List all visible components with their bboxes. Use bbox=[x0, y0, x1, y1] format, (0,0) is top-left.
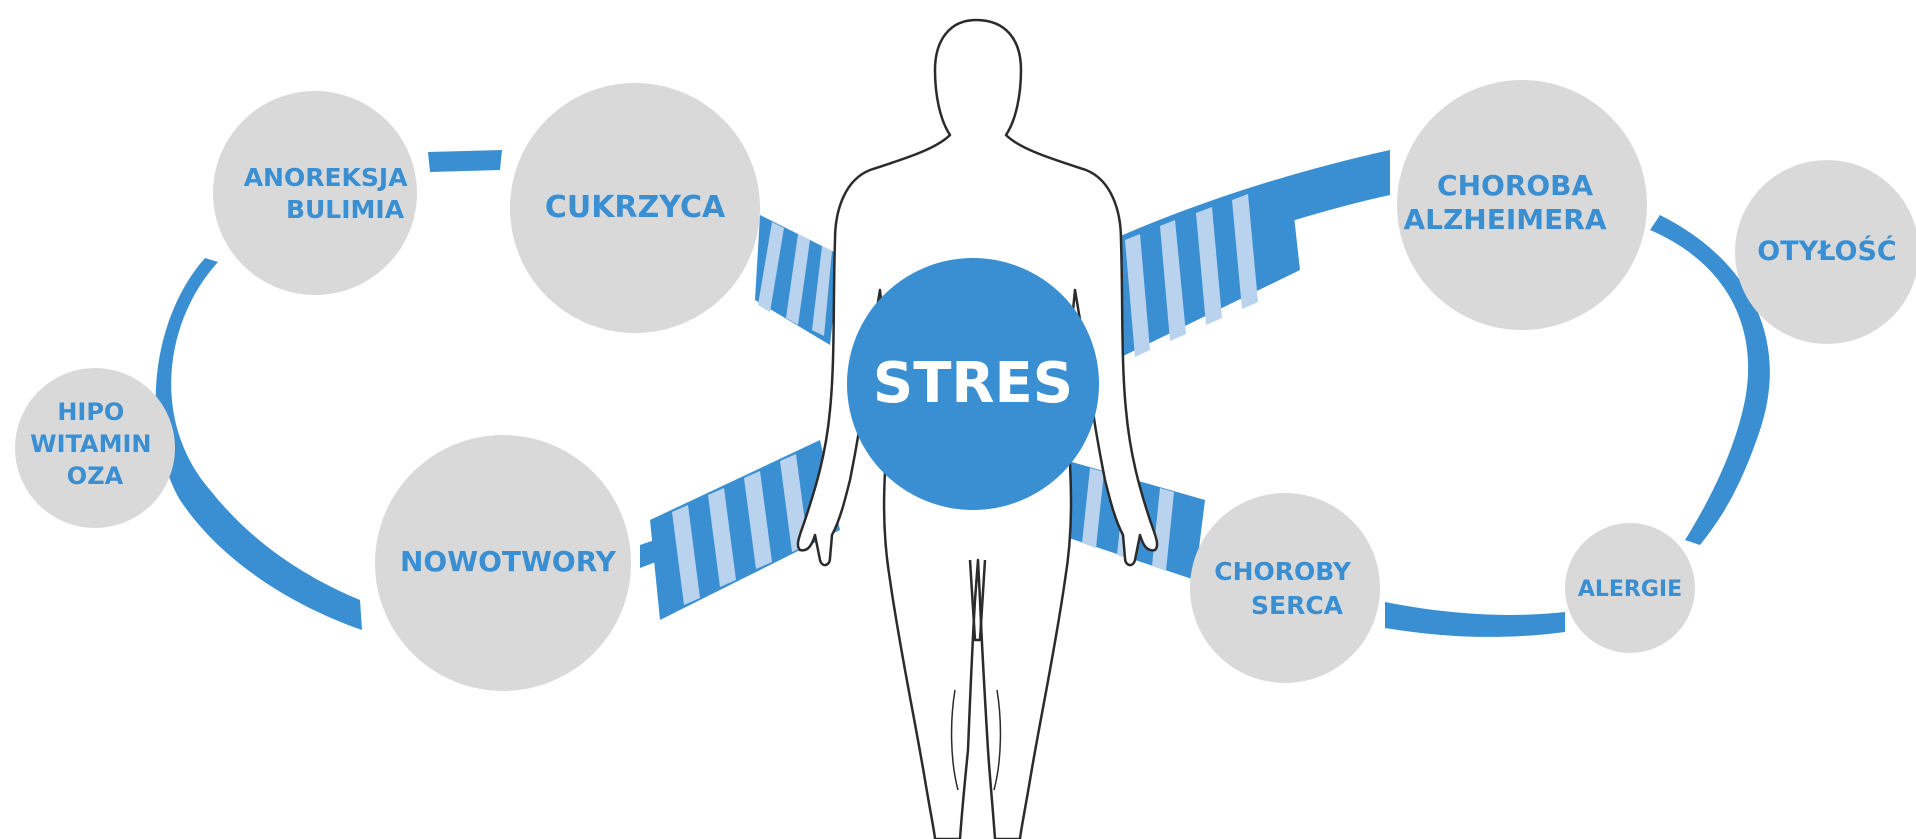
node-label-line: SERCA bbox=[1251, 591, 1344, 620]
node-label-line: WITAMIN bbox=[30, 430, 151, 458]
node-label-line: OTYŁOŚĆ bbox=[1757, 235, 1897, 267]
node-label-line: OZA bbox=[67, 462, 124, 490]
node-otylosc: OTYŁOŚĆ bbox=[1735, 160, 1916, 344]
arc-segment bbox=[1385, 602, 1565, 637]
node-label-line: CUKRZYCA bbox=[545, 190, 726, 225]
node-label-line: ALZHEIMERA bbox=[1403, 203, 1606, 236]
node-alergie: ALERGIE bbox=[1565, 523, 1695, 653]
center-label: STRES bbox=[873, 351, 1073, 416]
node-choroby-serca: CHOROBY SERCA bbox=[1190, 493, 1380, 683]
node-label-line: ALERGIE bbox=[1578, 577, 1682, 602]
node-label-line: ANOREKSJA bbox=[244, 163, 409, 192]
center-node: STRES bbox=[847, 258, 1099, 510]
band-upper-left bbox=[755, 215, 840, 345]
node-anoreksja-bulimia: ANOREKSJA BULIMIA bbox=[213, 91, 417, 295]
node-nowotwory: NOWOTWORY bbox=[375, 435, 631, 691]
arc-segment bbox=[156, 258, 362, 630]
node-label-line: BULIMIA bbox=[286, 195, 405, 224]
node-label-line: CHOROBY bbox=[1214, 557, 1352, 586]
node-label-line: NOWOTWORY bbox=[400, 545, 617, 578]
node-label-line: CHOROBA bbox=[1437, 169, 1593, 202]
node-choroba-alzheimera: CHOROBA ALZHEIMERA bbox=[1397, 80, 1647, 330]
node-hipowitaminoza: HIPO WITAMIN OZA bbox=[15, 368, 175, 528]
node-cukrzyca: CUKRZYCA bbox=[510, 83, 760, 333]
node-label-line: HIPO bbox=[57, 398, 124, 426]
arc-segment bbox=[428, 150, 502, 172]
